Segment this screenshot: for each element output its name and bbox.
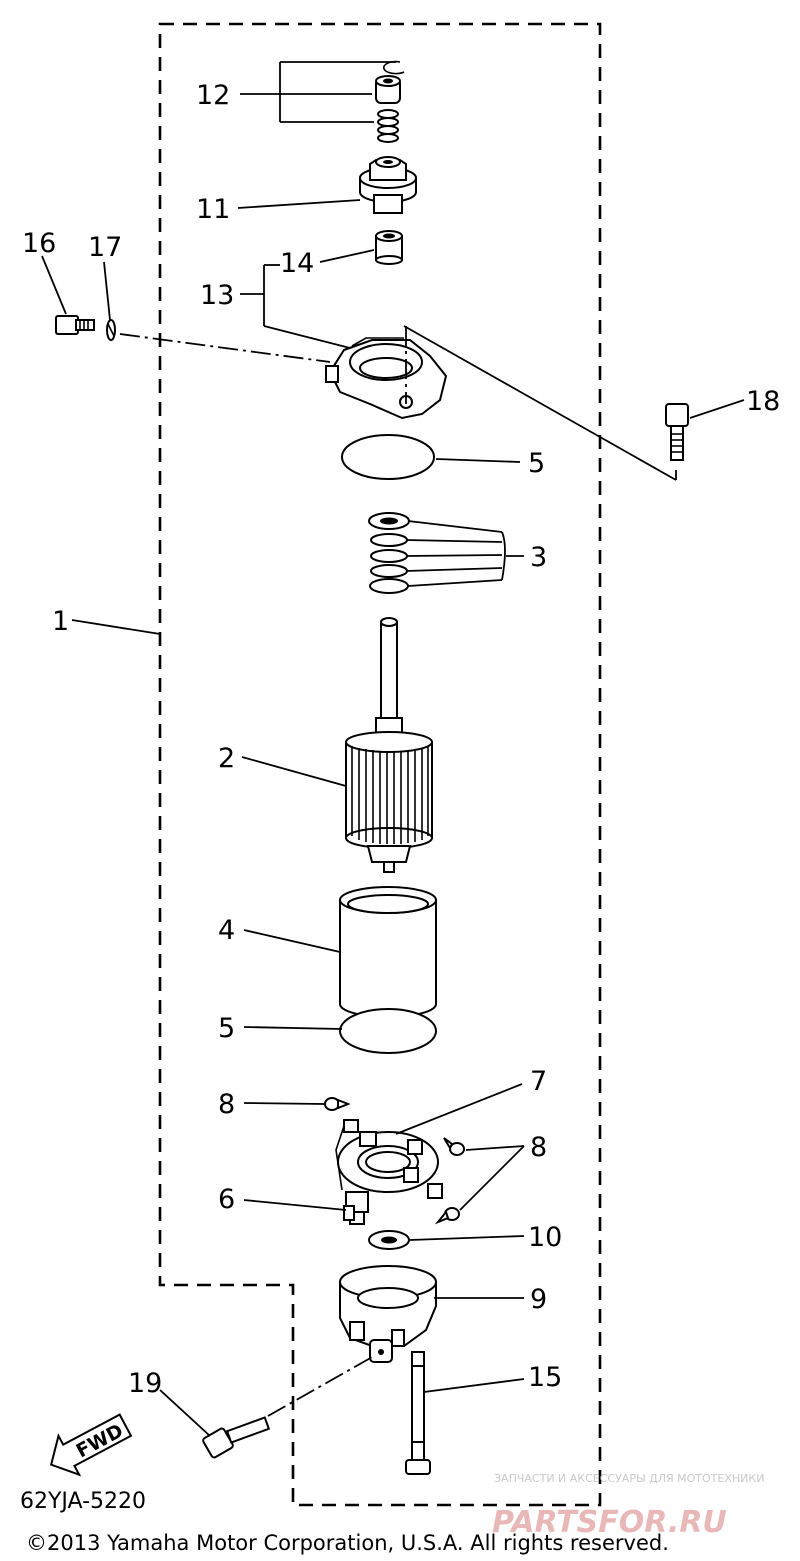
watermark-top-line: ЗАПЧАСТИ И АКСЕССУАРЫ ДЛЯ МОТОТЕХНИКИ bbox=[494, 1472, 764, 1485]
callout-9: 9 bbox=[530, 1284, 547, 1315]
callout-19: 19 bbox=[128, 1368, 162, 1399]
part-18-bolt bbox=[665, 403, 689, 461]
part-5-o-ring-lower bbox=[339, 1008, 437, 1054]
callout-13: 13 bbox=[200, 280, 234, 311]
callout-4: 4 bbox=[218, 915, 235, 946]
part-5-o-ring-upper bbox=[341, 434, 435, 480]
callout-5-upper: 5 bbox=[528, 448, 545, 479]
part-10-washer bbox=[368, 1230, 410, 1250]
part-14-bushing bbox=[375, 230, 403, 265]
callout-17: 17 bbox=[88, 232, 122, 263]
part-6-terminal bbox=[343, 1191, 369, 1225]
part-17-lock-washer bbox=[106, 319, 116, 341]
part-3-washer-set bbox=[368, 512, 410, 594]
part-2-armature bbox=[345, 617, 433, 873]
callout-6: 6 bbox=[218, 1184, 235, 1215]
callout-labels: 12 11 14 13 16 17 18 5 3 1 2 4 5 7 8 8 6… bbox=[22, 80, 780, 1399]
assembly-boundary bbox=[158, 22, 602, 1507]
callout-1: 1 bbox=[52, 606, 69, 637]
part-4-yoke bbox=[339, 886, 437, 1018]
callout-5-lower: 5 bbox=[218, 1013, 235, 1044]
fwd-direction-arrow: FWD bbox=[49, 1413, 133, 1477]
callout-18: 18 bbox=[746, 386, 780, 417]
part-16-bolt bbox=[55, 315, 95, 335]
callout-12: 12 bbox=[196, 80, 230, 111]
watermark: ЗАПЧАСТИ И АКСЕССУАРЫ ДЛЯ МОТОТЕХНИКИ PA… bbox=[492, 1472, 764, 1540]
drawing-code: 62YJA-5220 bbox=[20, 1489, 146, 1514]
copyright-notice: ©2013 Yamaha Motor Corporation, U.S.A. A… bbox=[26, 1531, 669, 1555]
callout-15: 15 bbox=[528, 1362, 562, 1393]
callout-11: 11 bbox=[196, 194, 230, 225]
watermark-brand: PARTSFOR.RU bbox=[492, 1505, 727, 1540]
part-9-rear-cover bbox=[339, 1265, 437, 1363]
part-12-clip-collar-spring bbox=[375, 60, 405, 143]
part-11-pinion-gear bbox=[359, 156, 417, 214]
callout-10: 10 bbox=[528, 1222, 562, 1253]
callout-2: 2 bbox=[218, 743, 235, 774]
callout-7: 7 bbox=[530, 1066, 547, 1097]
callout-8-left: 8 bbox=[218, 1089, 235, 1120]
leader-lines bbox=[41, 61, 745, 1437]
callout-14: 14 bbox=[280, 248, 314, 279]
callout-16: 16 bbox=[22, 228, 56, 259]
callout-3: 3 bbox=[530, 542, 547, 573]
callout-8-right: 8 bbox=[530, 1132, 547, 1163]
part-19-bolt bbox=[202, 1416, 271, 1459]
part-15-through-bolt bbox=[405, 1351, 431, 1475]
part-13-front-bracket bbox=[325, 337, 448, 420]
part-8-hardware bbox=[324, 1097, 465, 1225]
part-7-brush-holder bbox=[335, 1119, 443, 1199]
